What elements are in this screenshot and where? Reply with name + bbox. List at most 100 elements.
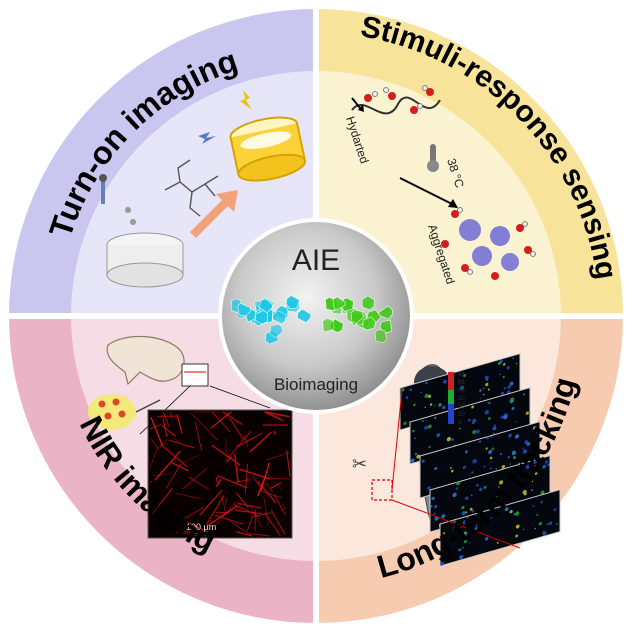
nir-vessel [264,469,283,490]
nir-vessel [215,501,237,526]
center-circle [218,218,414,414]
nir-vessel [270,482,282,489]
colorbar [448,372,454,424]
nir-vessel [161,424,176,437]
nir-vessel [149,487,173,517]
nir-vessel [286,450,291,477]
nir-vessel [244,464,249,494]
nir-vessel [150,416,164,446]
blue-molecule [237,302,251,317]
colorbar-tick: 86 [458,380,465,386]
nir-vessel [229,417,244,440]
blue-molecule [285,295,300,309]
nir-illustration: 100 µm [88,335,293,539]
nir-vessel [260,490,282,499]
green-molecule [350,309,365,324]
colorbar-tick: 0 [458,420,462,426]
nir-vessel [205,494,225,526]
colorbar-tick: 10 [458,412,465,418]
nir-vessel [149,447,158,469]
center-subtitle: Bioimaging [274,375,358,394]
aie-green-molecule-cluster [322,295,394,343]
nir-vessel [243,435,249,448]
nir-vessel [149,423,162,430]
nir-vessel [252,475,261,488]
nir-vessel [150,439,159,449]
turn-on-illustration [99,90,307,288]
nir-vessel [185,520,208,533]
nir-vessel [249,431,272,453]
blue-molecule [272,310,287,325]
tracking-illustration: ✂ 98 86 49 30 20 10 0 [352,352,561,567]
nir-vessel [264,411,284,422]
nir-vessel [226,456,233,463]
colorbar-tick: 30 [458,396,465,402]
nir-vessel [176,414,183,434]
nir-vessel [249,504,262,527]
blue-molecule [269,324,284,339]
nir-vessel [175,531,200,537]
nir-vessel [157,415,179,418]
green-molecule [374,329,388,343]
nir-vessel [263,496,269,524]
nir-vessel [184,506,204,519]
green-molecule [378,305,394,320]
nir-vessel [239,468,270,480]
nir-vessel [248,533,270,537]
nir-vessel [236,432,263,448]
nir-vessel [190,412,218,441]
nir-vessel [233,453,239,483]
nir-vessel [182,468,207,490]
nir-vessel [183,530,209,537]
nir-vessel [265,482,273,493]
nir-vessel [266,451,291,461]
nir-vessel [267,477,290,480]
center-title: AIE [292,244,340,277]
nir-vessel [199,489,223,516]
nir-vessel [149,480,153,483]
nir-vessel [270,509,286,535]
green-molecule [332,296,346,311]
nir-vessel [253,512,272,518]
nir-vessel [274,494,286,516]
nir-vessel [212,411,231,433]
nir-vessel [235,531,253,537]
nir-vessel [216,475,248,489]
nir-vessel [235,509,263,515]
colorbar-tick: 20 [458,404,465,410]
tracking-panel [439,488,561,567]
nir-vessel [246,514,254,532]
nir-vessel [165,463,182,489]
blue-molecule [255,310,268,325]
nir-vessel [169,411,172,419]
nir-vessel [215,479,222,488]
zoom-line [391,499,521,549]
colorbar-tick: 98 [458,372,465,378]
nir-vessel [226,518,252,537]
nir-vessel [266,411,282,420]
nir-vessel [160,443,188,468]
nir-vessel [282,503,286,511]
scissors-icon: ✂ [352,454,367,475]
nir-vessel [162,411,170,427]
nir-vessel [221,496,227,514]
nir-vessel [207,505,238,526]
nir-vessel [194,421,203,452]
nir-vessel [265,411,290,418]
green-molecule [362,316,376,331]
zoom-line [391,389,403,491]
nir-vessel [222,411,243,426]
aie-blue-molecule-cluster [230,295,311,345]
nir-vessel [210,411,232,429]
colorbar-tick: 49 [458,388,465,394]
nir-vessel [174,437,178,443]
nir-vessel [188,476,210,490]
nir-vessel [152,473,172,476]
nir-vessel [214,514,244,525]
green-molecule [361,295,375,311]
nir-vessel [181,454,200,464]
nir-vessel [215,477,218,483]
nir-vessel [237,502,261,509]
nir-vessel [176,493,201,499]
scale-bar-label: 100 µm [186,522,216,532]
